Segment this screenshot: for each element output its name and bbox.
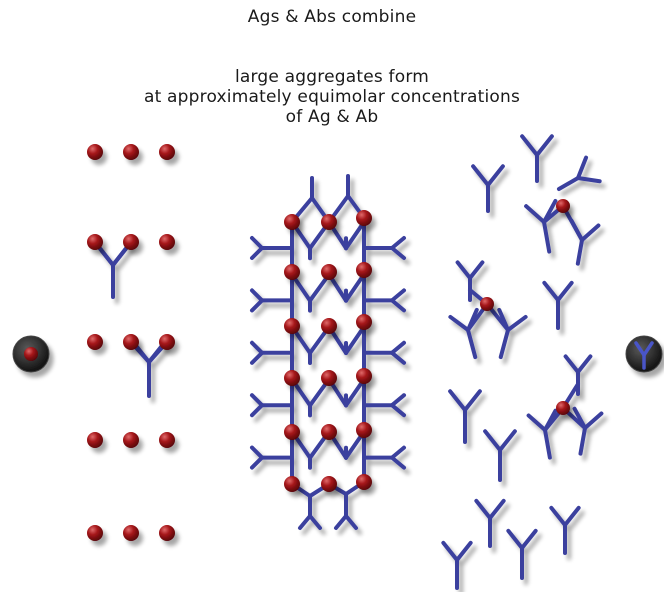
antigen-dot [480,297,494,311]
antigen-dot [87,334,103,350]
antigen-dot [321,318,337,334]
antigen-dot [356,262,372,278]
antibody-y [471,164,505,213]
antibody-y [549,505,581,555]
antigen-dot [284,424,300,440]
antigen-dot [284,264,300,280]
antigen-dot [87,432,103,448]
antigen-dot [321,264,337,280]
antigen-dot [123,525,139,541]
antigen-dot [284,370,300,386]
antigen-dot [556,199,570,213]
antigen-dot [123,432,139,448]
antigen-dot [87,525,103,541]
antigen-dot [284,214,300,230]
antibody-y [497,307,528,360]
caption-line-1: Ags & Abs combine [247,7,417,27]
antigen-dot-icon [24,347,38,361]
antibody-y [526,408,558,460]
antibody-y-icon [634,341,654,370]
antigen-button[interactable] [12,335,50,373]
antibody-y [483,429,517,482]
antigen-dot [556,401,570,415]
antibody-y [542,280,574,330]
caption-line-4: of Ag & Ab [285,107,379,127]
antibody-y [556,155,602,191]
antigen-dot [284,476,300,492]
antibody-y [569,218,601,266]
antigen-dot [321,214,337,230]
antigen-dot [159,432,175,448]
antigen-dot [159,525,175,541]
antibody-y [474,498,506,548]
antigen-dot [321,424,337,440]
antigen-dot [284,318,300,334]
antigen-dot [356,474,372,490]
antigen-dot [87,144,103,160]
antigen-dot [159,144,175,160]
antigen-group [87,144,570,541]
antigen-dot [356,368,372,384]
antigen-dot [123,144,139,160]
caption-line-2: large aggregates form [235,67,429,87]
antigen-dot [123,334,139,350]
antibody-y [441,540,473,590]
antibody-button[interactable] [625,335,663,373]
antibody-y [448,389,482,444]
antibody-group [93,134,604,590]
antigen-dot [159,234,175,250]
caption-line-3: at approximately equimolar concentration… [143,87,521,107]
antibody-y [520,134,554,183]
antigen-dot [321,476,337,492]
antigen-dot [356,314,372,330]
antigen-dot [356,210,372,226]
antibody-y [506,528,538,580]
antibody-y [563,354,593,396]
antigen-dot [123,234,139,250]
antibody-y [455,260,485,302]
antigen-dot [87,234,103,250]
antibody-y [448,307,479,360]
antigen-dot [356,422,372,438]
antigen-dot [159,334,175,350]
antigen-dot [321,370,337,386]
